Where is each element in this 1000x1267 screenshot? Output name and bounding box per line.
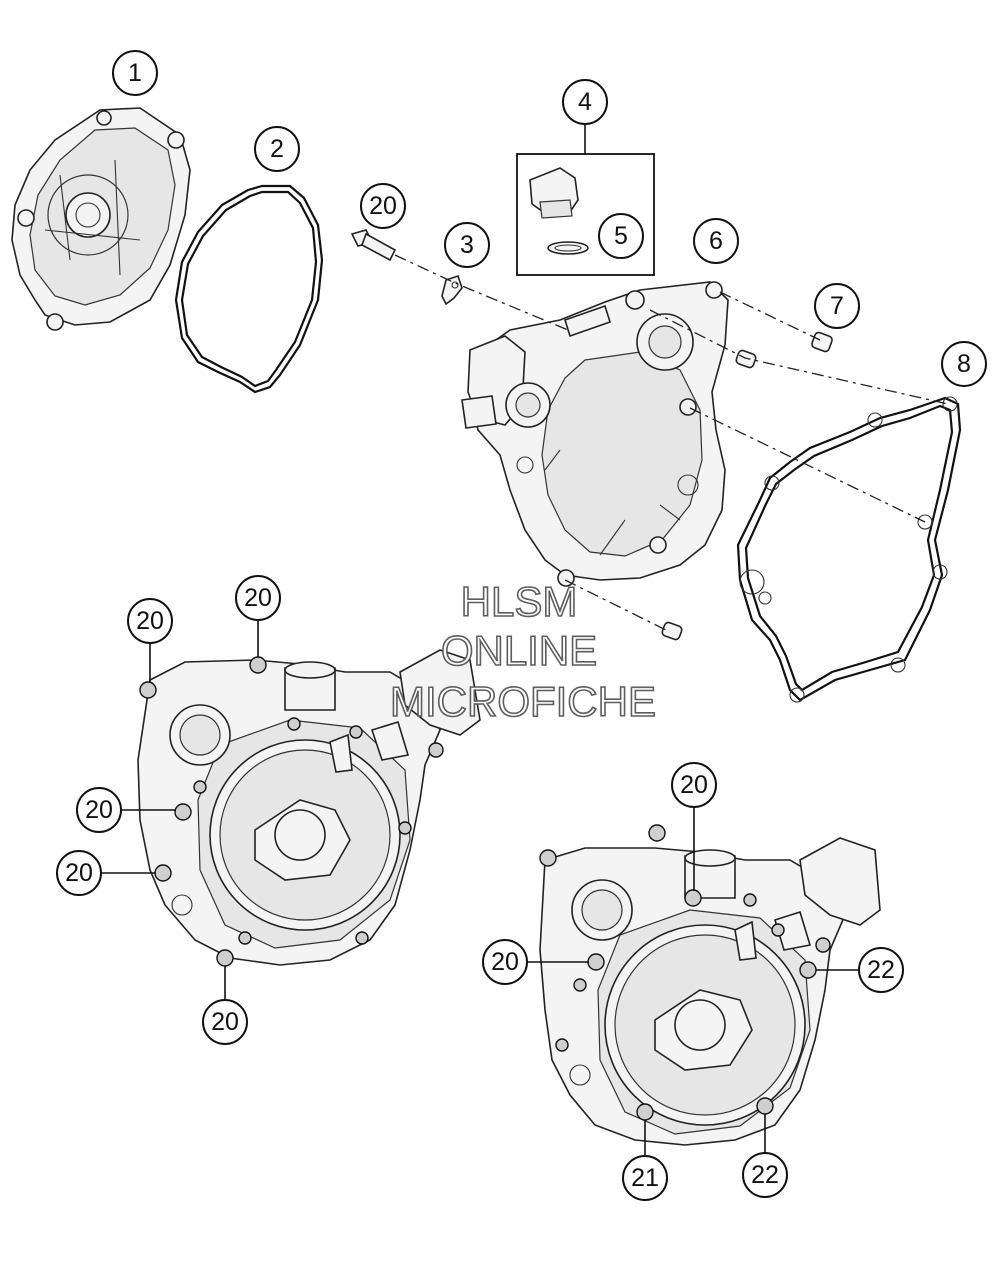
callout-7: 7	[814, 283, 860, 329]
watermark-line-3: MICROFICHE	[390, 678, 656, 725]
callout-20-right-top: 20	[671, 762, 717, 808]
callout-label: 7	[830, 292, 844, 320]
callout-label: 20	[244, 584, 272, 612]
callout-20-left-upper: 20	[127, 598, 173, 644]
assembly-right	[539, 824, 881, 1146]
callout-4: 4	[562, 79, 608, 125]
part-outer-cover	[11, 107, 191, 331]
callout-label: 2	[270, 135, 284, 163]
callout-3: 3	[444, 222, 490, 268]
callout-6: 6	[693, 218, 739, 264]
watermark: HLSM ONLINE MICROFICHE	[389, 577, 657, 726]
callout-2: 2	[254, 126, 300, 172]
callout-20-left-bottom: 20	[202, 999, 248, 1045]
part-clip	[441, 274, 463, 306]
watermark-line-2: ONLINE	[441, 627, 597, 674]
part-inner-gasket	[736, 396, 962, 703]
callout-label: 20	[85, 796, 113, 824]
callout-8: 8	[941, 341, 987, 387]
callout-21: 21	[622, 1155, 668, 1201]
callout-label: 4	[578, 88, 592, 116]
part-plug-kit	[516, 153, 655, 276]
assembly-left	[137, 649, 481, 967]
callout-label: 8	[957, 350, 971, 378]
callout-label: 1	[128, 59, 142, 87]
callout-label: 5	[614, 222, 628, 250]
callout-22-right: 22	[858, 947, 904, 993]
callout-22-bottom: 22	[742, 1152, 788, 1198]
part-cover-gasket	[174, 184, 324, 394]
leader-lines	[102, 124, 858, 1155]
callout-label: 3	[460, 231, 474, 259]
callout-20-right-left: 20	[482, 939, 528, 985]
callout-label: 6	[709, 227, 723, 255]
callout-20-left-mid: 20	[76, 787, 122, 833]
callout-label: 21	[631, 1164, 659, 1192]
callout-5: 5	[598, 213, 644, 259]
callout-label: 20	[369, 192, 397, 220]
callout-20-left-top: 20	[235, 575, 281, 621]
part-dowels	[661, 331, 833, 641]
callout-label: 20	[491, 948, 519, 976]
watermark-line-1: HLSM	[461, 578, 578, 625]
part-bolt-top	[350, 229, 397, 262]
callout-label: 20	[136, 607, 164, 635]
part-inner-cover	[461, 281, 729, 587]
callout-1: 1	[112, 50, 158, 96]
callout-20-top: 20	[360, 183, 406, 229]
callout-label: 22	[751, 1161, 779, 1189]
callout-label: 20	[65, 859, 93, 887]
callout-label: 22	[867, 956, 895, 984]
alignment-lines	[394, 254, 949, 633]
callout-label: 20	[211, 1008, 239, 1036]
callout-20-left-low: 20	[56, 850, 102, 896]
callout-label: 20	[680, 771, 708, 799]
